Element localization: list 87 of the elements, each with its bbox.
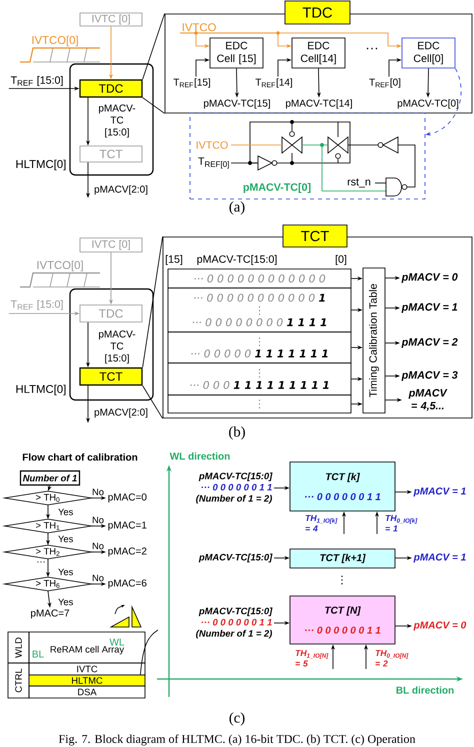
bit-index-label: [0]: [336, 255, 346, 265]
edge-label: No: [92, 488, 104, 496]
edge-label: pMACV[2:0]: [94, 185, 148, 195]
output-label: pMACV = 0: [414, 621, 466, 631]
ellipsis: ···: [366, 48, 378, 50]
chart-title: Flow chart of calibration: [22, 453, 138, 461]
tct-box: TCT: [80, 146, 142, 162]
signal-label: T$_{REF}$[14]: [256, 78, 292, 88]
bus-label: pMACV-TC[15:0]: [198, 554, 273, 562]
panel-label: (b): [229, 426, 245, 440]
result-label: pMAC=6: [108, 579, 146, 589]
tct-box: TCT [N] ··· 0 0 0 0 0 0 1 1: [290, 596, 396, 644]
result-label: pMAC=7: [31, 609, 70, 619]
circuit-box: IVTCO T$_{REF[0]}$ pMACV-TC[0] rst_n: [190, 112, 426, 200]
input-box: IVTC [0]: [80, 238, 142, 252]
signal-label: T$_{REF}$ [15:0]: [10, 76, 63, 86]
edge-label: TH$_{0_IO[k]}$ = 1: [386, 515, 418, 532]
edge-label: pMACV-TC [15:0]: [99, 104, 136, 138]
output-label: pMACV-TC[15]: [204, 99, 270, 109]
axis-label: BL: [32, 650, 44, 658]
node-label: HLTMC[0]: [16, 160, 66, 170]
cell-box: EDC Cell[0]: [402, 38, 456, 68]
bus-label: pMACV-TC[15:0]: [197, 255, 277, 265]
tdc-box: TDC: [79, 79, 143, 98]
floorplan-cell: DSA: [28, 686, 146, 698]
table-row: ⋮ ··· 0 0 0 0 0 1 1 1 1 1 1 1: [168, 332, 352, 364]
node-label: HLTMC[0]: [16, 384, 66, 396]
bit-index-label: [15]: [166, 255, 182, 265]
ellipsis: ⋮: [341, 576, 343, 584]
table-row: ··· 0 0 0 0 0 0 0 0 0 0 0 0: [168, 268, 352, 288]
bit-string-label: pMACV-TC[15:0] ··· 0 0 0 0 0 0 1 1 (Number of 1 = 2): [196, 472, 273, 504]
input-box: IVTC [0]: [80, 12, 142, 26]
output-label: pMACV = 2: [402, 338, 458, 348]
output-label: pMACV-TC[14]: [286, 99, 352, 109]
connector-line: [140, 630, 158, 675]
bit-string-label: pMACV-TC[15:0] ··· 0 0 0 0 0 0 1 1 (Number of 1 = 2): [196, 607, 273, 639]
result-label: pMAC=0: [108, 493, 147, 503]
cell-box: EDC Cell [15]: [210, 38, 264, 68]
tdc-box: TDC: [80, 304, 142, 322]
edge-label: pMACV[2:0]: [94, 408, 148, 418]
edge-label: TH$_{0_IO[N]}$ = 2: [376, 650, 408, 666]
calibration-table: Timing Calibration Table: [362, 268, 386, 414]
panel-label: (c): [230, 712, 244, 726]
table-row: ··· 0 0 0 0 0 0 0 0 0 0 0 1 ⋮ ··· 0 0 0 0 0 0 0 0 1 1 1 1: [168, 288, 352, 332]
edge-label: No: [92, 574, 104, 582]
floorplan-cell: HLTMC: [28, 674, 146, 686]
table-row: ⋮ ··· 0 0 0 1 1 1 1 1 1 1 1 1: [168, 362, 352, 396]
signal-label: IVTCO[0]: [32, 36, 78, 46]
tct-box: TCT: [79, 367, 143, 386]
cell-box: EDC Cell[14]: [292, 38, 346, 68]
signal-label: T$_{REF}$[0]: [369, 78, 400, 88]
axis-label: BL direction: [396, 686, 454, 694]
connector-line: [142, 385, 163, 419]
axis-label: WL: [110, 638, 124, 646]
output-label: pMACV = 1: [414, 553, 466, 563]
edge-label: Yes: [58, 508, 73, 516]
output-label: pMACV = 0: [402, 273, 458, 283]
floorplan-cell: WLD: [8, 632, 30, 664]
connector-line: [142, 97, 165, 114]
tct-box: TCT [k+1]: [290, 548, 396, 568]
output-label: pMACV = 1: [402, 303, 458, 313]
signal-label: T$_{REF}$ [15:0]: [10, 300, 63, 310]
output-label: pMACV = 4,5...: [408, 389, 448, 411]
result-label: pMAC=1: [108, 521, 146, 531]
edge-label: pMACV-TC [15:0]: [99, 330, 136, 364]
tct-box: TCT [k] ··· 0 0 0 0 0 0 1 1: [290, 462, 396, 512]
axis-label: WL direction: [170, 452, 230, 460]
connector-line: [142, 236, 163, 368]
start-box: Number of 1: [20, 470, 80, 486]
result-label: pMAC=2: [108, 547, 146, 557]
edge-label: No: [92, 516, 104, 524]
edge-label: No: [92, 542, 104, 550]
signal-label: T$_{REF}$[15]: [174, 78, 210, 88]
caption: Fig. 7. Block diagram of HLTMC. (a) 16-bit TDC. (b) TCT. (c) Operation: [58, 734, 416, 746]
floorplan-cell: CTRL: [8, 662, 30, 698]
output-label: pMACV-TC[0]: [398, 99, 458, 109]
edge-label: TH$_{1_IO[N]}$ = 5: [296, 650, 328, 667]
signal-label: IVTCO[0]: [37, 260, 83, 272]
connector-line: [142, 13, 165, 80]
output-label: pMACV = 3: [402, 371, 458, 381]
table-row: ⋮: [168, 394, 352, 414]
signal-label: IVTCO: [182, 23, 216, 32]
edge-label: Yes: [58, 598, 73, 606]
edge-label: TH$_{1_IO[k]}$ = 4: [306, 515, 338, 532]
edge-label: Yes: [58, 568, 73, 576]
edge-label: Yes: [58, 536, 73, 542]
output-label: pMACV = 1: [414, 487, 466, 497]
